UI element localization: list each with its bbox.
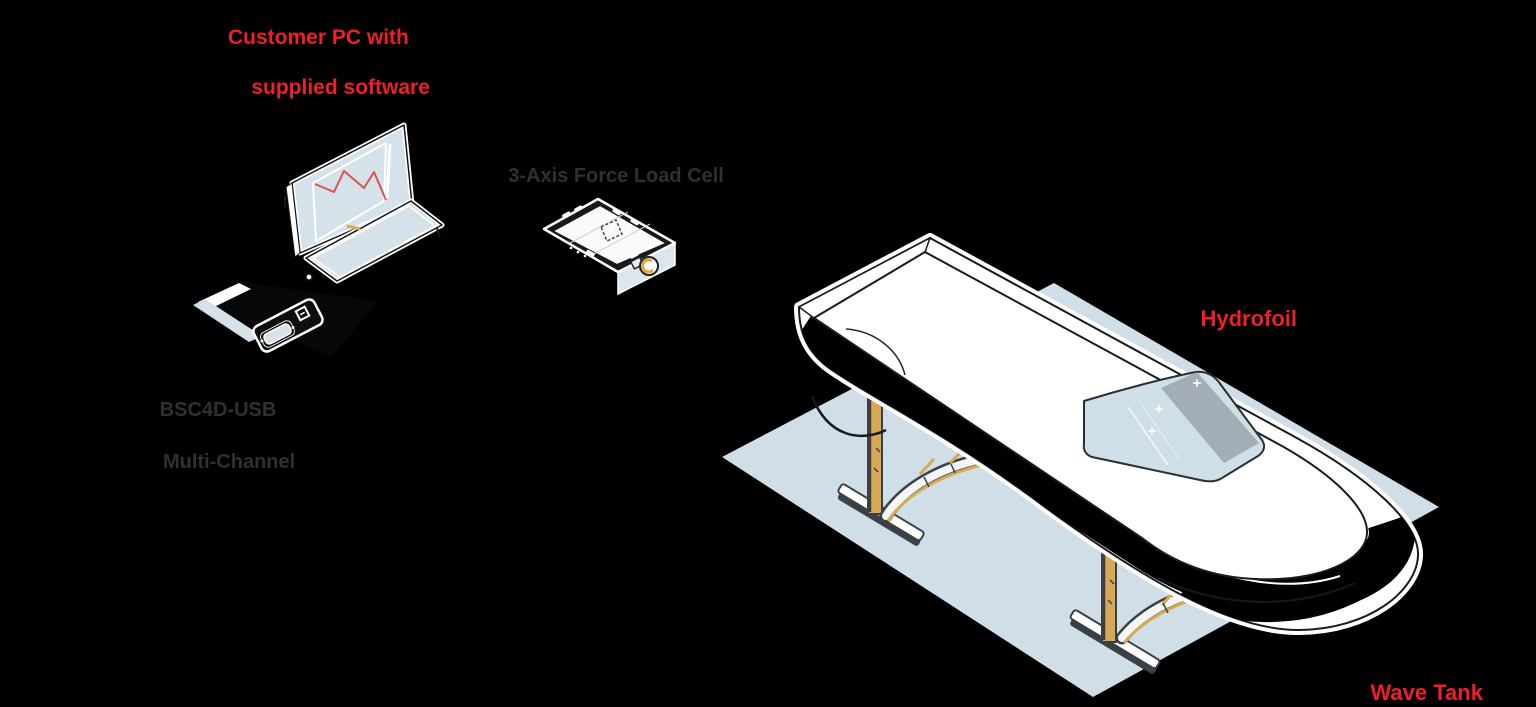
wave-tank-label: Wave Tank — [1346, 654, 1483, 707]
load-cell-graphic — [542, 197, 677, 296]
keyboard-outline — [312, 205, 436, 278]
box-top-edge — [198, 283, 251, 309]
customer-pc-label-line2: supplied software — [251, 76, 430, 99]
usb-plug-dot — [305, 273, 313, 281]
lid-edge — [285, 182, 301, 258]
daq-device-label: BSC4D-USB Multi-Channel — [118, 397, 318, 475]
box-side-face — [193, 299, 262, 342]
hydrofoil-label: Hydrofoil — [1176, 280, 1297, 333]
daq-label-line2: Multi-Channel — [163, 451, 296, 473]
rim-dots — [569, 246, 587, 258]
customer-pc-label: Customer PC with supplied software — [228, 25, 430, 100]
windshield — [1082, 370, 1266, 483]
center-mount-marking — [600, 218, 623, 243]
laptop-graphic — [284, 122, 445, 284]
hydrofoil-strut-rear — [837, 395, 989, 546]
screen-chart-frame — [312, 142, 387, 242]
load-cell-label: 3-Axis Force Load Cell — [486, 140, 724, 188]
hydrofoil-boat — [794, 233, 1423, 636]
screen-scrollbar — [385, 143, 392, 199]
daq-box-graphic — [193, 282, 378, 357]
usb-port-icon — [294, 305, 311, 322]
daq-label-line1: BSC4D-USB — [159, 399, 277, 421]
laptop-foot — [436, 227, 441, 239]
deck-hatch-line — [845, 328, 906, 376]
windshield-gray-band — [1161, 372, 1259, 463]
load-cell-connector — [629, 256, 659, 276]
screen-signal-trace — [314, 170, 387, 201]
connector-yellow-ring — [641, 258, 655, 274]
keel-contour-line — [1157, 577, 1356, 603]
load-cell-label-text: 3-Axis Force Load Cell — [508, 165, 724, 187]
mounting-slots — [562, 205, 657, 259]
signal-cable — [810, 395, 887, 438]
hull-black-band — [799, 305, 1415, 615]
hydrofoil-label-text: Hydrofoil — [1200, 306, 1298, 332]
db-connector — [259, 320, 296, 348]
wave-tank-label-text: Wave Tank — [1370, 680, 1483, 706]
sparkle-icon — [1148, 379, 1201, 435]
customer-pc-label-line1: Customer PC with — [228, 26, 409, 49]
hinge-accent — [346, 224, 361, 231]
hydrofoil-wing-rear — [879, 448, 989, 523]
